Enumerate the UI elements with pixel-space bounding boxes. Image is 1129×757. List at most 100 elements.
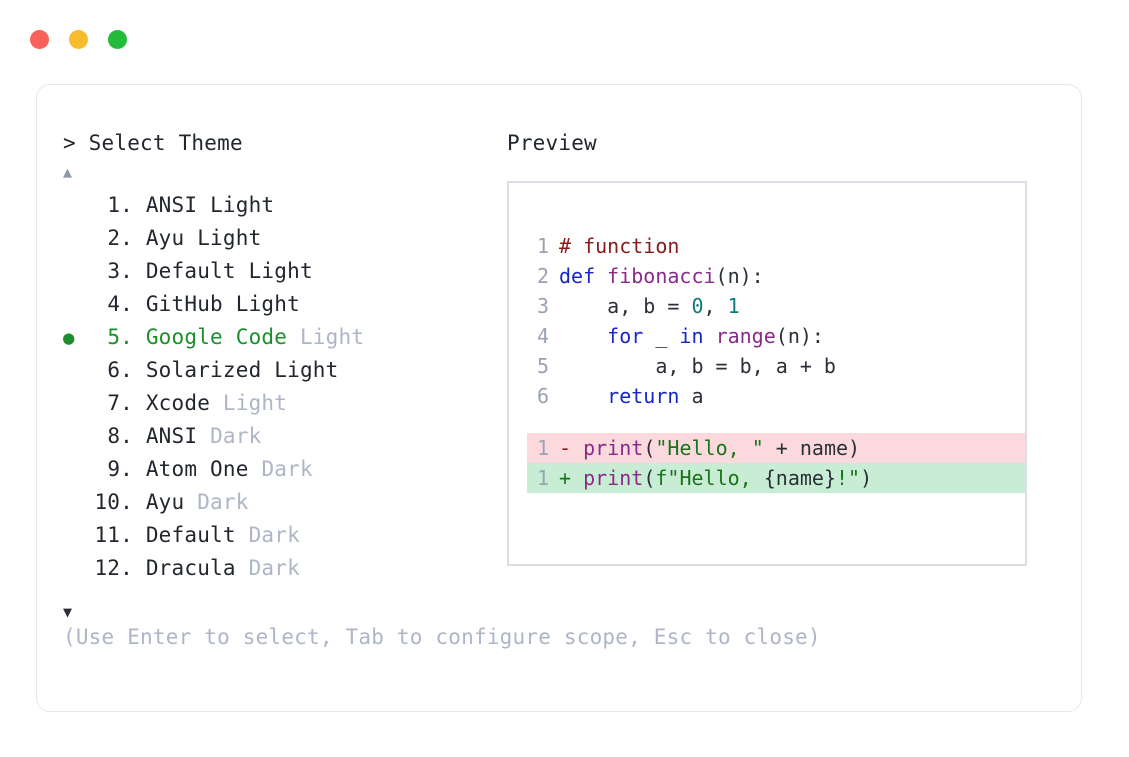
theme-list-item[interactable]: 10. Ayu Dark: [63, 486, 533, 519]
theme-list: 1. ANSI Light 2. Ayu Light 3. Default Li…: [63, 189, 533, 585]
theme-item-variant: Light: [235, 292, 300, 316]
theme-list-item[interactable]: ●5. Google Code Light: [63, 321, 533, 354]
row-marker-spacer: [63, 223, 89, 255]
line-number: 3: [536, 294, 549, 318]
theme-list-item[interactable]: 11. Default Dark: [63, 519, 533, 552]
theme-item-name: Solarized: [133, 358, 275, 382]
line-number: 1: [536, 466, 549, 490]
theme-item-variant: Dark: [261, 457, 313, 481]
line-number: 4: [536, 324, 549, 348]
diff-removed-line: 1- print("Hello, " + name): [527, 433, 1025, 463]
theme-item-number: 9.: [107, 457, 133, 481]
theme-item-number: 6.: [107, 358, 133, 382]
code-token: ): [860, 466, 873, 490]
theme-item-variant: Dark: [248, 556, 300, 580]
code-token: print: [583, 466, 644, 490]
minimize-window-icon[interactable]: [69, 30, 88, 49]
preview-box: 1# function 2 def fibonacci (n): 3 a, b = 0,…: [507, 181, 1027, 566]
theme-item-number: 2.: [107, 226, 133, 250]
window-titlebar: [30, 30, 127, 49]
code-token: + name): [763, 436, 861, 460]
code-token: fibonacci: [607, 264, 716, 288]
theme-item-number: 11.: [94, 523, 133, 547]
code-token: a: [679, 384, 704, 408]
theme-item-name: Ayu: [133, 226, 198, 250]
theme-item-number: 10.: [94, 490, 133, 514]
close-window-icon[interactable]: [30, 30, 49, 49]
theme-item-name: Default: [133, 259, 249, 283]
theme-item-number: 7.: [107, 391, 133, 415]
theme-item-name: Default: [133, 523, 249, 547]
theme-list-panel: > Select Theme ▲ 1. ANSI Light 2. Ayu Li…: [63, 129, 533, 623]
row-marker-spacer: [63, 355, 89, 387]
theme-item-name: Dracula: [133, 556, 249, 580]
theme-item-variant: Dark: [210, 424, 262, 448]
theme-item-variant: Dark: [197, 490, 249, 514]
scroll-up-icon[interactable]: ▲: [63, 163, 73, 181]
code-token: ,: [703, 294, 728, 318]
row-marker-spacer: [63, 553, 89, 585]
row-marker-spacer: [63, 289, 89, 321]
line-number: 2: [536, 264, 549, 288]
line-number: 1: [536, 436, 549, 460]
code-line: 3 a, b = 0, 1: [527, 291, 1025, 321]
row-marker-spacer: [63, 487, 89, 519]
keyboard-hint: (Use Enter to select, Tab to configure s…: [63, 625, 821, 649]
code-token: f"Hello,: [655, 466, 764, 490]
theme-item-name: ANSI: [133, 193, 211, 217]
preview-title: Preview: [507, 131, 597, 155]
code-line: 1# function: [527, 231, 1025, 261]
theme-item-variant: Light: [197, 226, 262, 250]
theme-list-item[interactable]: 2. Ayu Light: [63, 222, 533, 255]
code-token: [559, 324, 607, 348]
theme-item-number: 4.: [107, 292, 133, 316]
code-token: in: [679, 324, 704, 348]
theme-item-name: Google Code: [133, 325, 300, 349]
theme-item-name: Atom One: [133, 457, 262, 481]
code-token: return: [607, 384, 680, 408]
theme-item-number: 3.: [107, 259, 133, 283]
theme-list-item[interactable]: 7. Xcode Light: [63, 387, 533, 420]
theme-item-variant: Light: [248, 259, 313, 283]
code-token: 1: [727, 294, 740, 318]
theme-item-number: 12.: [94, 556, 133, 580]
theme-item-number: 8.: [107, 424, 133, 448]
code-spacer: [527, 411, 1025, 433]
code-line: 4 for _ in range(n):: [527, 321, 1025, 351]
theme-list-item[interactable]: 6. Solarized Light: [63, 354, 533, 387]
theme-list-item[interactable]: 12. Dracula Dark: [63, 552, 533, 585]
code-token: [559, 384, 607, 408]
code-token: def: [559, 264, 608, 288]
theme-item-number: 1.: [107, 193, 133, 217]
scroll-down-icon[interactable]: ▼: [63, 603, 73, 621]
theme-item-variant: Dark: [248, 523, 300, 547]
theme-list-item[interactable]: 8. ANSI Dark: [63, 420, 533, 453]
theme-list-item[interactable]: 3. Default Light: [63, 255, 533, 288]
code-token: !": [835, 466, 861, 490]
code-token: a, b =: [559, 294, 692, 318]
code-token: (: [643, 466, 656, 490]
theme-selector-card: > Select Theme ▲ 1. ANSI Light 2. Ayu Li…: [36, 84, 1082, 712]
code-token: (n):: [775, 324, 824, 348]
theme-item-name: ANSI: [133, 424, 211, 448]
diff-added-line: 1+ print(f"Hello, {name}!"): [527, 463, 1025, 493]
maximize-window-icon[interactable]: [108, 30, 127, 49]
theme-list-item[interactable]: 4. GitHub Light: [63, 288, 533, 321]
theme-item-variant: Light: [274, 358, 339, 382]
line-number: 1: [536, 234, 549, 258]
prompt-label: > Select Theme: [63, 131, 243, 155]
theme-item-name: GitHub: [133, 292, 236, 316]
code-preview: 1# function 2 def fibonacci (n): 3 a, b = 0,…: [527, 231, 1025, 493]
code-line: 6 return a: [527, 381, 1025, 411]
theme-list-item[interactable]: 1. ANSI Light: [63, 189, 533, 222]
theme-item-variant: Light: [222, 391, 288, 415]
theme-list-item[interactable]: 9. Atom One Dark: [63, 453, 533, 486]
code-token: {name}: [763, 466, 836, 490]
row-marker-spacer: [63, 421, 89, 453]
code-token: range: [715, 324, 776, 348]
code-token: a, b = b, a + b: [559, 354, 836, 378]
code-token: print: [583, 436, 644, 460]
code-token: [704, 324, 716, 348]
